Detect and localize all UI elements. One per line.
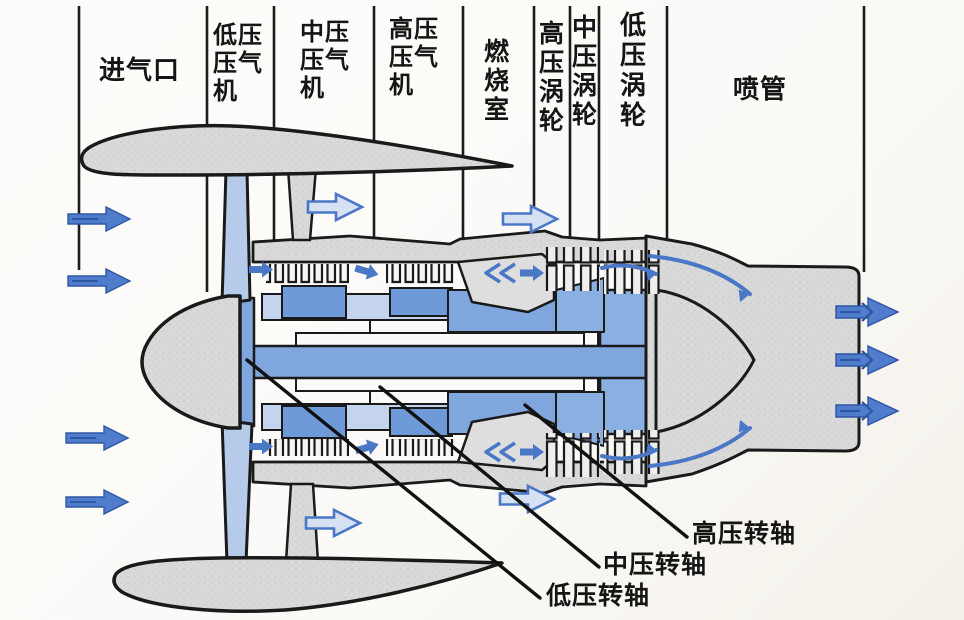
ip-shaft-bottom (295, 377, 593, 392)
label-hp-turbine: 高压涡轮 (539, 20, 566, 135)
compressor-stages (266, 262, 456, 462)
combustor-flow-arrow-top (520, 265, 544, 281)
label-hp-shaft: 高压转轴 (692, 520, 797, 548)
nozzle-section (644, 234, 861, 484)
label-hp-compressor: 高压压气机 (389, 16, 439, 99)
fan-blade-bottom (220, 418, 254, 575)
combustor-flow-arrow-bottom (520, 444, 544, 460)
label-ip-shaft: 中压转轴 (603, 551, 708, 579)
fan-blade-top (220, 159, 252, 306)
hp-rotor-block-top (389, 287, 453, 317)
ip-rotor-block-top (281, 285, 347, 319)
exhaust-arrows (835, 296, 900, 427)
label-intake: 进气口 (99, 55, 181, 85)
comb-blades-bottom-2 (386, 439, 456, 460)
spinner-cone (140, 294, 242, 430)
section-divider-lines (77, 6, 866, 292)
lp-shaft-band (228, 344, 654, 380)
hp-shaft-leader (523, 403, 689, 539)
label-lp-shaft: 低压转轴 (546, 582, 651, 610)
nacelle-airfoil-top (79, 123, 514, 177)
nacelle (79, 123, 514, 613)
label-lp-turbine: 低压涡轮 (620, 10, 648, 131)
label-ip-turbine: 中压涡轮 (572, 14, 599, 129)
combustor-assembly (447, 252, 605, 472)
tail-cone (654, 288, 756, 434)
hp-ip-turbine-bottom (544, 433, 600, 477)
comb-blades-top-2 (386, 264, 456, 285)
label-nozzle: 喷管 (733, 74, 788, 104)
comb-blades-bottom-1 (266, 439, 349, 462)
fan-assembly (140, 159, 256, 575)
hp-ip-turbine-top (544, 247, 600, 291)
bypass-flow-arrows (304, 191, 560, 539)
shaft-leader-lines (245, 358, 689, 600)
comb-blades-top-1 (266, 262, 349, 285)
exhaust-swirl-arrows (600, 254, 752, 468)
ip-shaft-leader (378, 385, 601, 569)
label-ip-compressor: 中压压气机 (300, 19, 350, 102)
nacelle-airfoil-bottom (112, 556, 504, 613)
label-combustor: 燃烧室 (484, 38, 511, 124)
flame-tube-top (456, 252, 556, 314)
intake-arrows (65, 205, 132, 516)
label-lp-compressor: 低压压气机 (213, 22, 263, 105)
lp-shaft-leader (245, 358, 542, 600)
ip-shaft-top (295, 332, 593, 347)
exhaust-swirl-arrowheads (646, 271, 750, 453)
